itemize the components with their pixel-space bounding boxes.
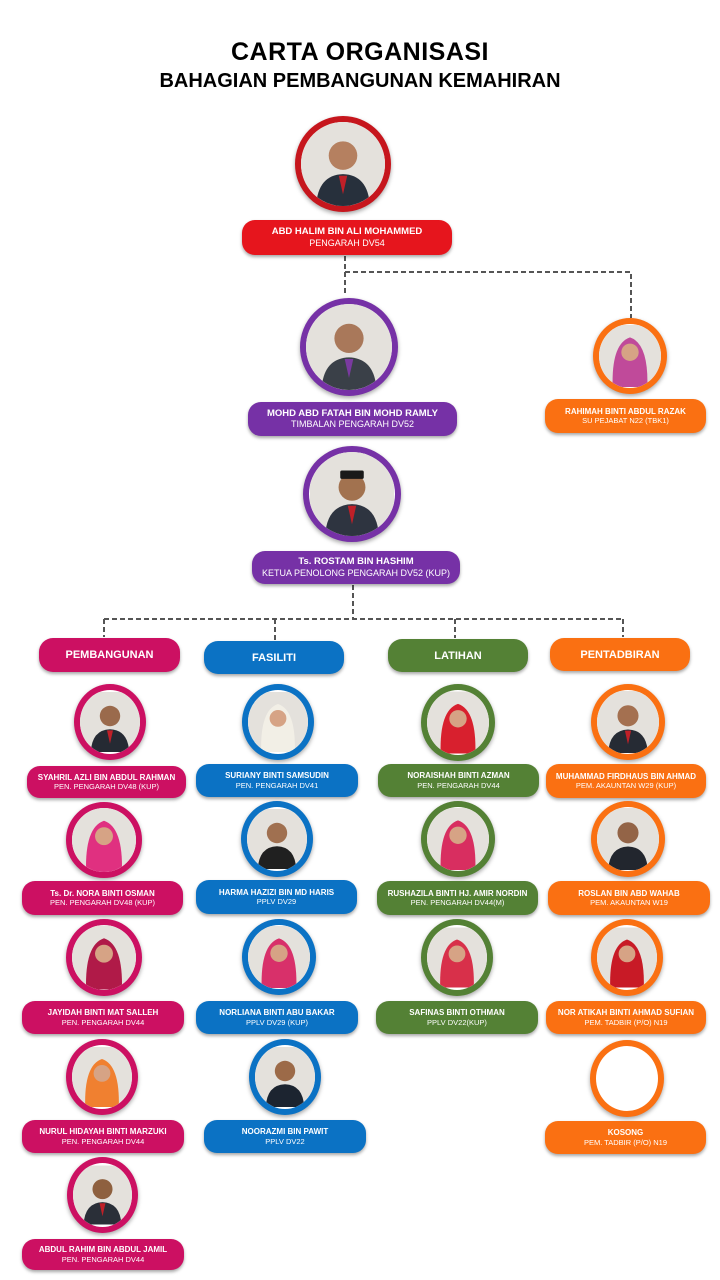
assistant-head-photo — [303, 446, 401, 542]
member-name: SAFINAS BINTI OTHMAN — [409, 1008, 505, 1018]
chart-subtitle: BAHAGIAN PEMBANGUNAN KEMAHIRAN — [159, 70, 561, 92]
member-name: ROSLAN BIN ABD WAHAB — [578, 888, 680, 898]
member-role: PEN. PENGARAH DV48 (KUP) — [49, 898, 156, 908]
member-photo — [242, 684, 314, 760]
director-label: ABD HALIM BIN ALI MOHAMMED PENGARAH DV54 — [242, 220, 452, 255]
assistant-head-role: KETUA PENOLONG PENGARAH DV52 (KUP) — [261, 567, 451, 578]
deputy-photo — [300, 298, 398, 396]
member-role: PEN. PENGARAH DV44 — [61, 1017, 145, 1027]
assistant-head-name: Ts. ROSTAM BIN HASHIM — [298, 556, 414, 568]
member-role: PEN. PENGARAH DV44 — [61, 1254, 145, 1264]
member-role: PEM. TADBIR (P/O) N19 — [584, 1017, 668, 1027]
member-label: JAYIDAH BINTI MAT SALLEH PEN. PENGARAH D… — [22, 1001, 184, 1034]
member-name: RUSHAZILA BINTI HJ. AMIR NORDIN — [387, 888, 528, 898]
member-photo — [66, 802, 142, 878]
member-label: ROSLAN BIN ABD WAHAB PEM. AKAUNTAN W19 — [548, 881, 710, 915]
member-label: SURIANY BINTI SAMSUDIN PEN. PENGARAH DV4… — [196, 764, 358, 797]
member-name: JAYIDAH BINTI MAT SALLEH — [47, 1008, 159, 1018]
member-name: NURUL HIDAYAH BINTI MARZUKI — [39, 1127, 167, 1137]
member-photo — [591, 801, 665, 877]
unit-header-pembangunan: PEMBANGUNAN — [39, 638, 180, 672]
member-name: Ts. Dr. NORA BINTI OSMAN — [50, 888, 155, 898]
member-name: SURIANY BINTI SAMSUDIN — [225, 771, 329, 781]
member-photo — [241, 801, 313, 877]
member-label: KOSONG PEM. TADBIR (P/O) N19 — [545, 1121, 706, 1154]
director-role: PENGARAH DV54 — [309, 237, 385, 248]
vacant-photo-placeholder — [590, 1040, 664, 1117]
secretary-photo — [593, 318, 667, 394]
deputy-label: MOHD ABD FATAH BIN MOHD RAMLY TIMBALAN P… — [248, 402, 457, 436]
member-label: ABDUL RAHIM BIN ABDUL JAMIL PEN. PENGARA… — [22, 1239, 184, 1270]
member-name: MUHAMMAD FIRDHAUS BIN AHMAD — [555, 771, 697, 781]
member-label: SAFINAS BINTI OTHMAN PPLV DV22(KUP) — [376, 1001, 538, 1034]
unit-header-latihan: LATIHAN — [388, 639, 528, 672]
member-photo — [591, 919, 663, 996]
member-photo — [249, 1039, 321, 1115]
member-label: NOR ATIKAH BINTI AHMAD SUFIAN PEM. TADBI… — [546, 1001, 706, 1034]
deputy-role: TIMBALAN PENGARAH DV52 — [290, 419, 415, 430]
secretary-label: RAHIMAH BINTI ABDUL RAZAK SU PEJABAT N22… — [545, 399, 706, 433]
member-photo — [67, 1157, 138, 1233]
member-label: NORAISHAH BINTI AZMAN PEN. PENGARAH DV44 — [378, 764, 539, 797]
member-label: NORLIANA BINTI ABU BAKAR PPLV DV29 (KUP) — [196, 1001, 358, 1034]
member-label: HARMA HAZIZI BIN MD HARIS PPLV DV29 — [196, 880, 357, 914]
member-photo — [421, 801, 495, 877]
member-role: PPLV DV22 — [265, 1136, 305, 1146]
member-name: NOR ATIKAH BINTI AHMAD SUFIAN — [557, 1008, 695, 1018]
member-name: KOSONG — [607, 1128, 644, 1138]
member-role: PEN. PENGARAH DV44 — [61, 1136, 145, 1146]
member-photo — [66, 1039, 138, 1115]
member-label: SYAHRIL AZLI BIN ABDUL RAHMAN PEN. PENGA… — [27, 766, 186, 798]
member-role: PPLV DV29 (KUP) — [246, 1017, 308, 1027]
member-name: NORAISHAH BINTI AZMAN — [407, 771, 510, 781]
member-role: PPLV DV22(KUP) — [427, 1017, 487, 1027]
member-photo — [66, 919, 142, 996]
member-label: RUSHAZILA BINTI HJ. AMIR NORDIN PEN. PEN… — [377, 881, 538, 915]
director-photo — [295, 116, 391, 212]
director-name: ABD HALIM BIN ALI MOHAMMED — [271, 226, 423, 238]
member-role: PEN. PENGARAH DV48 (KUP) — [53, 782, 160, 792]
member-name: NORLIANA BINTI ABU BAKAR — [219, 1008, 335, 1018]
member-label: NURUL HIDAYAH BINTI MARZUKI PEN. PENGARA… — [22, 1120, 184, 1153]
connector-director-secretary — [344, 256, 632, 318]
member-photo — [421, 684, 495, 761]
unit-header-fasiliti: FASILITI — [204, 641, 344, 674]
member-role: PEM. AKAUNTAN W19 — [590, 898, 668, 908]
member-role: PEN. PENGARAH DV41 — [235, 780, 319, 790]
member-label: MUHAMMAD FIRDHAUS BIN AHMAD PEM. AKAUNTA… — [546, 764, 706, 798]
member-name: NOORAZMI BIN PAWIT — [241, 1127, 329, 1137]
member-role: PEM. TADBIR (P/O) N19 — [583, 1137, 668, 1147]
member-role: PEN. PENGARAH DV44 — [417, 780, 500, 790]
member-name: SYAHRIL AZLI BIN ABDUL RAHMAN — [37, 772, 176, 782]
member-name: ABDUL RAHIM BIN ABDUL JAMIL — [38, 1245, 168, 1255]
member-label: NOORAZMI BIN PAWIT PPLV DV22 — [204, 1120, 366, 1153]
member-photo — [421, 919, 493, 996]
member-role: PEM. AKAUNTAN W29 (KUP) — [575, 781, 677, 791]
assistant-head-label: Ts. ROSTAM BIN HASHIM KETUA PENOLONG PEN… — [252, 551, 460, 584]
chart-title: CARTA ORGANISASI — [231, 38, 489, 66]
member-photo — [74, 684, 146, 760]
secretary-role: SU PEJABAT N22 (TBK1) — [582, 416, 669, 426]
member-name: HARMA HAZIZI BIN MD HARIS — [218, 887, 335, 897]
member-label: Ts. Dr. NORA BINTI OSMAN PEN. PENGARAH D… — [22, 881, 183, 915]
deputy-name: MOHD ABD FATAH BIN MOHD RAMLY — [267, 407, 438, 419]
member-photo — [242, 919, 316, 995]
member-photo — [591, 684, 665, 760]
member-role: PEN. PENGARAH DV44(M) — [410, 898, 505, 908]
member-role: PPLV DV29 — [256, 897, 297, 907]
secretary-name: RAHIMAH BINTI ABDUL RAZAK — [565, 406, 686, 416]
unit-header-pentadbiran: PENTADBIRAN — [550, 638, 690, 671]
